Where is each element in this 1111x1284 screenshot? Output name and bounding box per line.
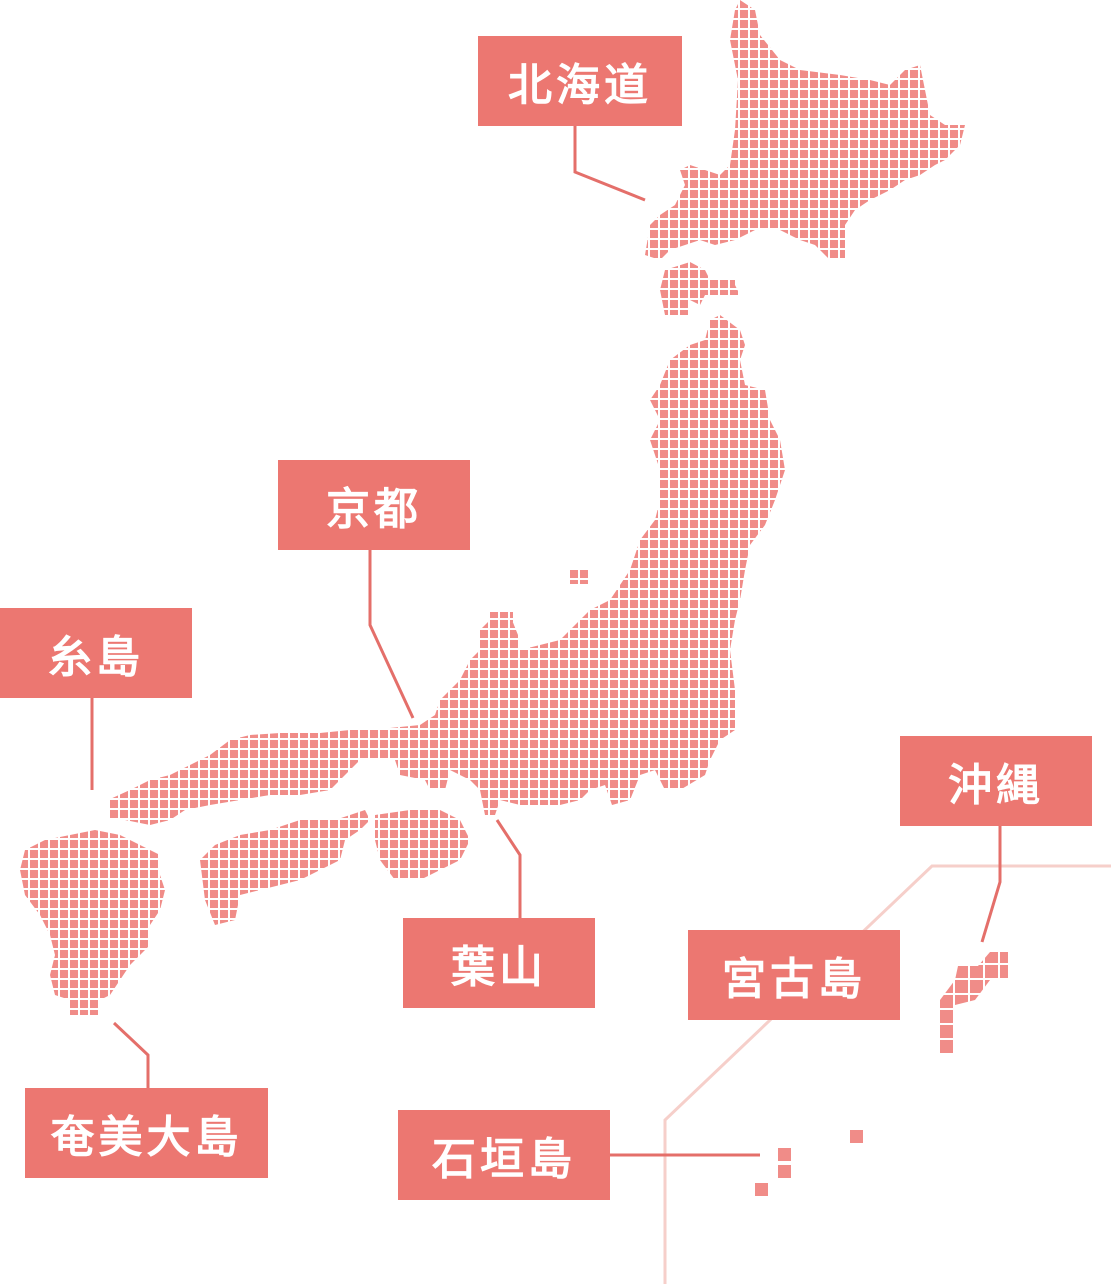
- island-ishigaki-1: [778, 1148, 791, 1161]
- label-amami-oshima[interactable]: 奄美大島: [25, 1088, 268, 1178]
- label-miyakojima[interactable]: 宮古島: [688, 930, 900, 1020]
- label-hayama[interactable]: 葉山: [403, 918, 595, 1008]
- island-shimokita: [705, 278, 735, 290]
- label-text-itoshima: 糸島: [48, 632, 144, 683]
- label-text-hokkaido: 北海道: [508, 60, 652, 111]
- leader-line-okinawa: [980, 826, 1002, 943]
- island-noto: [488, 612, 513, 622]
- label-okinawa[interactable]: 沖縄: [900, 736, 1092, 826]
- region-shape-shikoku: [200, 810, 370, 925]
- region-shape-hokkaido: [645, 0, 965, 260]
- region-shape-okinawa: [940, 952, 1008, 1055]
- label-text-miyakojima: 宮古島: [722, 954, 866, 1005]
- leader-line-amami-oshima: [112, 1021, 150, 1090]
- region-shape-kyushu: [20, 830, 165, 1015]
- label-itoshima[interactable]: 糸島: [0, 608, 192, 698]
- label-text-hayama: 葉山: [451, 942, 547, 993]
- label-kyoto[interactable]: 京都: [278, 460, 470, 550]
- label-text-amami-oshima: 奄美大島: [50, 1112, 243, 1163]
- label-text-ishigakijima: 石垣島: [432, 1134, 576, 1185]
- region-shape-awaji: [375, 810, 470, 880]
- label-text-kyoto: 京都: [326, 484, 422, 535]
- leader-line-hayama: [495, 819, 522, 918]
- island-miyako: [850, 1130, 863, 1143]
- label-ishigakijima[interactable]: 石垣島: [398, 1110, 610, 1200]
- island-sado: [570, 570, 590, 584]
- leader-line-kyoto: [368, 548, 415, 719]
- island-ishigaki-2: [778, 1165, 791, 1178]
- region-shape-tohoku: [660, 262, 740, 315]
- leader-line-hokkaido: [573, 126, 646, 202]
- inset-divider-line: [663, 864, 1111, 1284]
- label-hokkaido[interactable]: 北海道: [478, 36, 682, 126]
- island-ishigaki-3: [755, 1183, 768, 1196]
- label-text-okinawa: 沖縄: [948, 760, 1044, 811]
- region-shape-honshu: [108, 315, 785, 825]
